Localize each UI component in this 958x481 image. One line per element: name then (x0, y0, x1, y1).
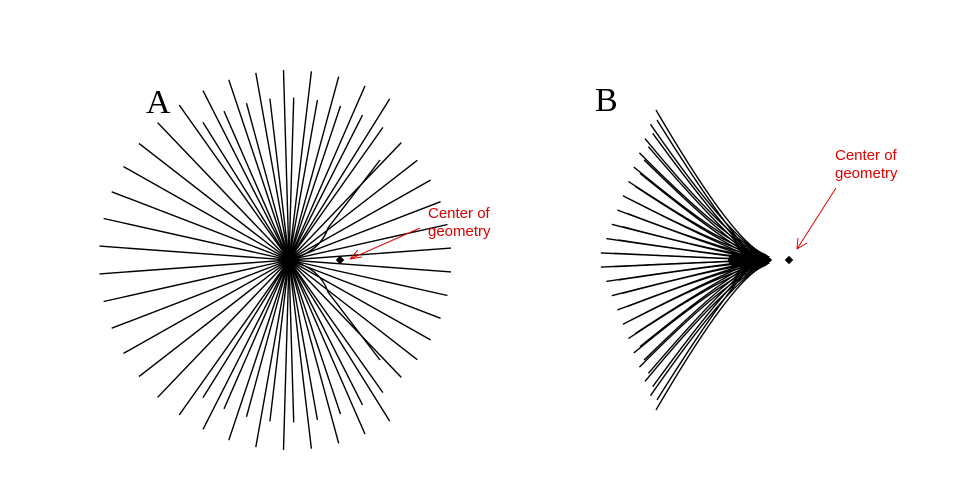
ray-a (202, 98, 391, 399)
panel-a-letter: A (146, 84, 171, 121)
ray-b (655, 119, 766, 411)
ray-b (649, 132, 767, 397)
ray-a (202, 90, 364, 406)
panel-b-rays (600, 109, 772, 411)
panel-b-letter: B (595, 82, 618, 119)
ray-b (617, 212, 770, 311)
panel-a-focus (282, 250, 296, 270)
ray-b (600, 252, 772, 268)
ray-b (644, 146, 768, 382)
panel-b-arrow-line (796, 187, 837, 250)
ray-a (178, 104, 384, 394)
panel-a: A Center of geometry (99, 70, 491, 450)
ray-b (633, 172, 770, 354)
panel-b-arrow-head (796, 237, 808, 250)
ray-a (202, 114, 364, 430)
ray-b (606, 239, 771, 283)
panel-b-annotation-line1: Center of (835, 147, 898, 164)
ray-b (622, 199, 769, 325)
ray-b (611, 226, 771, 297)
panel-b-focus (728, 253, 748, 267)
ray-b (628, 186, 771, 340)
panel-a-rays (99, 70, 452, 450)
panel-a-annotation-line1: Center of (428, 205, 491, 222)
panel-a-center-marker (335, 255, 345, 265)
panel-a-annotation-line2: geometry (428, 223, 491, 240)
panel-b-annotation-line2: geometry (835, 165, 898, 182)
panel-a-arrow-head (349, 249, 363, 260)
panel-a-arrow-line (349, 227, 421, 260)
ray-a (178, 126, 384, 416)
ray-b (638, 159, 769, 368)
ray-a (202, 121, 391, 422)
panel-b-center-marker (784, 255, 794, 265)
panel-b: B Center of geometry (595, 82, 898, 411)
